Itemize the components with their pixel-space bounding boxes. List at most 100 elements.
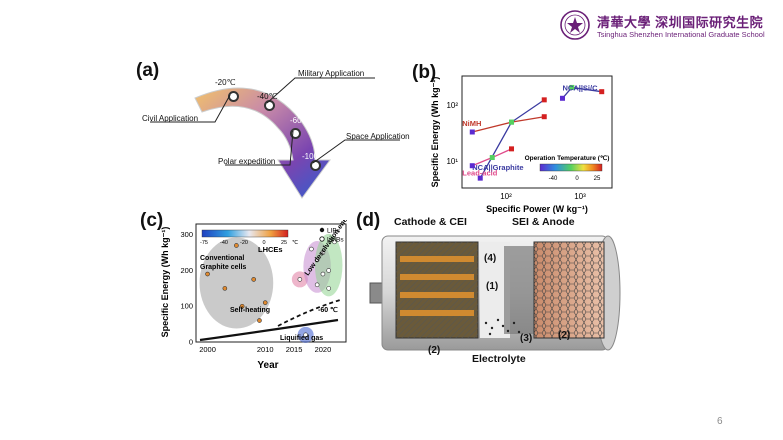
c-point-0-0 [205, 271, 210, 277]
d-label-2-right: (2) [558, 330, 571, 341]
b-point-3-1 [489, 155, 495, 161]
c-point-2-3 [320, 271, 326, 277]
app-label-space: Space Application [346, 132, 410, 141]
c-point-3-3 [326, 286, 331, 291]
c-cbtick-3: 0 [262, 240, 265, 246]
c-ylabel: Specific Energy (Wh kg⁻¹) [160, 227, 170, 338]
c-ytick-1: 100 [180, 302, 193, 311]
b-point-0-2 [541, 97, 547, 103]
b-point-1-0 [559, 95, 565, 101]
d-label-3: (3) [520, 333, 533, 344]
c-point-3-2 [332, 239, 337, 245]
c-point-2-2 [314, 282, 320, 288]
c-point-3-1 [326, 268, 331, 273]
c-cbtick-4: 25 [281, 240, 287, 246]
c-group-blob-0 [199, 237, 274, 329]
panel-c-letter: (c) [140, 210, 164, 231]
d-label-electrolyte: Electrolyte [472, 353, 526, 365]
b-ytick-0: 10¹ [446, 157, 458, 166]
c-point-1-0 [297, 277, 303, 282]
b-colorbar-label: Operation Temperature (℃) [525, 154, 610, 162]
b-series-label-1: NCA||Si/C [562, 83, 598, 92]
b-series-label-0: NCA||Graphite [472, 163, 523, 172]
c-annot-conventional-1: Conventional [200, 255, 244, 262]
d-label-cathode: Cathode & CEI [394, 216, 467, 228]
c-cbtick-2: -20 [240, 240, 248, 246]
c-colorbar [201, 229, 289, 238]
c-point-0-6 [257, 318, 262, 323]
c-point-4-0 [303, 332, 308, 338]
d-label-2-left: (2) [428, 345, 441, 356]
b-series-label-3: Lead-acid [462, 169, 497, 178]
c-trend-curve [199, 318, 339, 342]
c-colorbar-unit: ℃ [292, 240, 299, 246]
b-xlabel: Specific Power (W kg⁻¹) [486, 204, 588, 214]
c-group-blob-3 [314, 233, 343, 297]
c-xtick-2: 2015 [286, 345, 303, 354]
temp-label-4: -100℃ [302, 152, 327, 161]
b-ytick-1: 10² [446, 101, 458, 110]
b-point-0-0 [477, 175, 483, 181]
d-label-1: (1) [486, 281, 499, 292]
c-xlabel: Year [257, 360, 278, 371]
c-point-0-2 [234, 243, 239, 248]
org-name-cn: 清華大學 深圳国际研究生院 [597, 15, 764, 30]
b-point-3-0 [469, 163, 475, 169]
c-cbtick-0: -75 [200, 240, 208, 246]
b-point-3-2 [509, 146, 515, 152]
panel-a-letter: (a) [136, 60, 160, 81]
b-cb-tick-1: 0 [575, 176, 579, 182]
panel-a-temperature-arrow [190, 70, 370, 200]
panel-a-leader-lines [140, 60, 405, 190]
battery-cell-illustration [368, 228, 626, 358]
c-point-0-1 [222, 286, 228, 291]
legend-libs-marker [319, 227, 325, 233]
temp-label-1: -20℃ [215, 78, 236, 87]
c-annot-self-heating: Self-heating [230, 307, 270, 314]
c-point-2-1 [314, 257, 320, 263]
c-xtick-3: 2020 [315, 345, 332, 354]
b-series-label-2: NiMH [462, 119, 481, 128]
app-label-polar: Polar expedition [218, 157, 276, 166]
app-label-military: Military Application [298, 69, 365, 78]
c-ytick-2: 200 [180, 266, 193, 275]
b-point-2-0 [469, 129, 475, 135]
temp-label-2: -40℃ [257, 92, 278, 101]
c-annot-conventional-2: Graphite cells [200, 264, 246, 271]
b-xtick-0: 10² [500, 192, 512, 201]
c-ytick-3: 300 [180, 230, 193, 239]
c-annot-liquified-gas: Liquified gas [280, 335, 323, 342]
c-point-2-0 [309, 246, 314, 252]
temp-colorbar [539, 163, 603, 172]
c-xtick-0: 2000 [199, 345, 216, 354]
b-point-2-2 [541, 114, 547, 120]
legend-lmbs-marker [319, 236, 325, 242]
b-point-1-2 [599, 89, 605, 95]
c-ytick-0: 0 [189, 338, 193, 347]
page-number: 6 [717, 416, 723, 427]
c-annot-lhces: LHCEs [258, 245, 283, 254]
b-cb-tick-0: -40 [549, 176, 558, 182]
temp-dot-3 [290, 128, 301, 139]
b-point-1-1 [569, 84, 575, 90]
c-point-0-3 [239, 303, 245, 309]
org-name-en: Tsinghua Shenzhen International Graduate… [597, 30, 765, 39]
electrolyte-dots [484, 318, 521, 336]
c-xtick-1: 2010 [257, 345, 274, 354]
temp-label-3: -60℃ [290, 116, 311, 125]
c-point-3-0 [320, 250, 326, 255]
c-point-0-4 [251, 277, 256, 282]
app-label-civil: Civil Application [142, 114, 199, 123]
sei-layer [504, 246, 534, 334]
b-cb-tick-2: 25 [594, 176, 601, 182]
b-point-2-1 [509, 119, 515, 125]
c-point-0-5 [262, 300, 268, 305]
university-seal-icon [560, 10, 590, 40]
panel-d-letter: (d) [356, 210, 381, 231]
c-legend-libs: LIBs [327, 228, 341, 235]
cathode-layers [400, 256, 474, 316]
d-label-sei-anode: SEI & Anode [512, 216, 575, 228]
